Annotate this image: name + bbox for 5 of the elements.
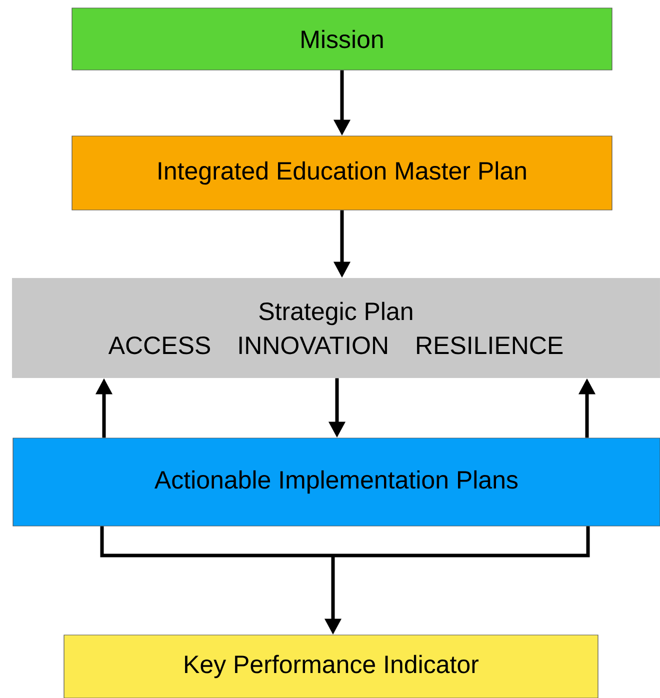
process-box: Actionable Implementation Plans (12, 438, 660, 526)
process-box: Key Performance Indicator (64, 634, 598, 698)
process-box: Mission (72, 8, 612, 70)
process-box: Integrated Education Master Plan (72, 136, 612, 210)
process-box: Strategic Plan ACCESS INNOVATION RESILIENCE (12, 278, 660, 378)
